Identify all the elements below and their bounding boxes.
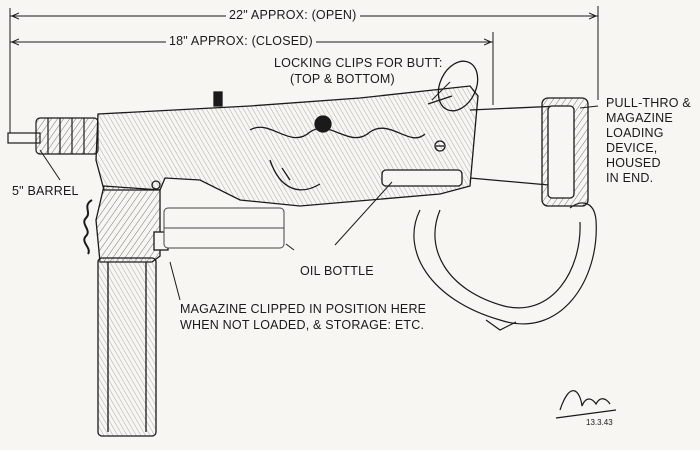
pull-thro-label-4: DEVICE, (606, 141, 658, 155)
pull-thro-label-5: HOUSED (606, 156, 661, 170)
pull-thro-label-6: IN END. (606, 171, 654, 185)
barrel (7, 117, 99, 155)
pistol-grip (83, 185, 169, 263)
pull-thro-label-2: MAGAZINE (606, 111, 673, 125)
receiver (95, 85, 479, 207)
sling (413, 202, 597, 331)
closed-length-label: 18" APPROX: (CLOSED) (166, 34, 316, 49)
oil-bottle-label: OIL BOTTLE (300, 264, 374, 278)
magazine-label-1: MAGAZINE CLIPPED IN POSITION HERE (180, 302, 427, 316)
butt-stock (469, 97, 589, 207)
locking-clips-label-1: LOCKING CLIPS FOR BUTT: (274, 56, 443, 70)
open-length-label: 22" APPROX: (OPEN) (226, 8, 360, 23)
magazine-label-2: WHEN NOT LOADED, & STORAGE: ETC. (180, 318, 425, 332)
locking-clips-label-2: (TOP & BOTTOM) (290, 72, 395, 86)
leader-lines (39, 81, 599, 301)
locking-clip (427, 60, 479, 112)
pull-thro-label-1: PULL-THRO & (606, 96, 691, 110)
pull-thro-label-3: LOADING (606, 126, 664, 140)
signature-date: 13.3.43 (586, 418, 613, 427)
signature (555, 390, 617, 419)
stored-magazine (163, 207, 285, 249)
magazine (97, 257, 157, 437)
barrel-label: 5" BARREL (12, 184, 79, 198)
